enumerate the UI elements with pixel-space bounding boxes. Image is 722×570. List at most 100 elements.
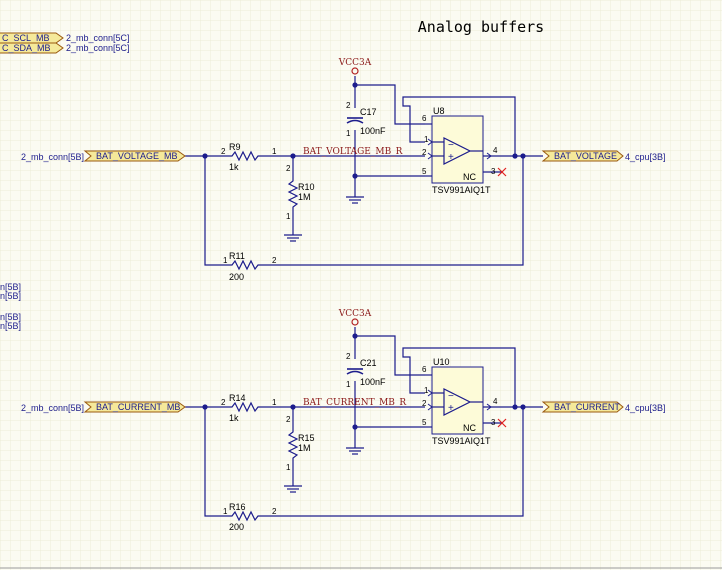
pin-number: 2 bbox=[286, 164, 291, 173]
port-top-left-1[interactable]: C_SDA_MB 2_mb_conn[5C] bbox=[0, 42, 130, 54]
junctions-channel-1 bbox=[202, 333, 526, 430]
wires-channel-1 bbox=[185, 327, 543, 517]
junctions-channel-0 bbox=[202, 82, 526, 179]
opamp-designator: U8 bbox=[433, 106, 445, 116]
pin-number: 1 bbox=[286, 463, 291, 472]
net-label: BAT_CURRENT_MB_R bbox=[303, 398, 406, 408]
pin-number: 1 bbox=[272, 147, 277, 156]
pin-number: 2 bbox=[272, 256, 277, 265]
resistor-r-feedback[interactable]: R16 200 1 2 bbox=[222, 502, 277, 532]
vcc-power-port: VCC3A bbox=[338, 58, 372, 75]
resistor-r-gnd[interactable]: R10 1M 2 1 bbox=[286, 164, 315, 221]
channel-bat-current: 2_mb_conn[5B] BAT_CURRENT_MB R14 1k 2 1 … bbox=[21, 309, 666, 532]
opamp[interactable]: − + U10 TSV991AIQ1T NC 6 1 2 5 4 3 bbox=[422, 357, 507, 446]
resistor-value: 1k bbox=[229, 162, 239, 172]
pin-number: 3 bbox=[491, 167, 496, 176]
resistor-r-in[interactable]: R9 1k 2 1 bbox=[221, 142, 277, 172]
net-label: BAT_VOLTAGE_MB_R bbox=[303, 147, 403, 157]
resistor-value: 1k bbox=[229, 413, 239, 423]
output-port-label: BAT_CURRENT bbox=[554, 402, 620, 412]
pin-number: 5 bbox=[422, 167, 427, 176]
resistor-r-feedback[interactable]: R11 200 1 2 bbox=[222, 251, 277, 282]
pin-number: 2 bbox=[272, 507, 277, 516]
pin-number: 2 bbox=[422, 399, 427, 408]
resistor-r-gnd[interactable]: R15 1M 2 1 bbox=[286, 415, 315, 472]
vcc-label: VCC3A bbox=[338, 58, 372, 68]
capacitor[interactable]: C17 100nF 2 1 bbox=[346, 101, 386, 138]
port-net-label: C_SCL_MB bbox=[2, 33, 50, 43]
pin-number: 4 bbox=[493, 146, 498, 155]
resistor-designator: R15 bbox=[298, 433, 315, 443]
no-connect-marker bbox=[497, 167, 507, 177]
pin-number: 1 bbox=[272, 398, 277, 407]
pin-number: 3 bbox=[491, 418, 496, 427]
capacitor[interactable]: C21 100nF 2 1 bbox=[346, 352, 386, 389]
opamp-designator: U10 bbox=[433, 357, 450, 367]
opamp[interactable]: − + U8 TSV991AIQ1T NC 6 1 2 5 4 3 bbox=[422, 106, 507, 195]
opamp-nc-label: NC bbox=[463, 423, 476, 433]
opamp-plus-sign: + bbox=[448, 403, 454, 414]
input-port[interactable]: BAT_CURRENT_MB bbox=[83, 401, 186, 413]
pin-number: 6 bbox=[422, 365, 427, 374]
resistor-designator: R16 bbox=[229, 502, 246, 512]
input-sheet-ref: 2_mb_conn[5B] bbox=[21, 403, 84, 413]
pin-number: 2 bbox=[422, 148, 427, 157]
port-net-label: C_SDA_MB bbox=[2, 43, 51, 53]
pin-number: 2 bbox=[346, 352, 351, 361]
resistor-designator: R11 bbox=[229, 251, 245, 261]
resistor-designator: R9 bbox=[229, 142, 241, 152]
input-port[interactable]: BAT_VOLTAGE_MB bbox=[83, 150, 186, 162]
pin-number: 1 bbox=[223, 256, 228, 265]
resistor-r-in[interactable]: R14 1k 2 1 bbox=[221, 393, 277, 423]
pin-number: 2 bbox=[286, 415, 291, 424]
opamp-minus-sign: − bbox=[448, 140, 454, 151]
pin-number: 2 bbox=[346, 101, 351, 110]
pin-number: 1 bbox=[424, 135, 429, 144]
port-reference: 2_mb_conn[5C] bbox=[66, 43, 130, 53]
pin-number: 6 bbox=[422, 114, 427, 123]
output-sheet-ref: 4_cpu[3B] bbox=[625, 152, 666, 162]
capacitor-designator: C17 bbox=[360, 107, 377, 117]
output-port[interactable]: BAT_CURRENT bbox=[541, 401, 624, 413]
capacitor-value: 100nF bbox=[360, 377, 386, 387]
pin-number: 1 bbox=[346, 380, 351, 389]
opamp-nc-label: NC bbox=[463, 172, 476, 182]
opamp-minus-sign: − bbox=[448, 391, 454, 402]
capacitor-designator: C21 bbox=[360, 358, 377, 368]
left-edge-ref: n[5B] bbox=[0, 321, 21, 331]
port-reference: 2_mb_conn[5C] bbox=[66, 33, 130, 43]
left-edge-ref: n[5B] bbox=[0, 282, 21, 292]
pin-number: 1 bbox=[286, 212, 291, 221]
resistor-designator: R14 bbox=[229, 393, 246, 403]
no-connect-marker bbox=[497, 418, 507, 428]
pin-number: 1 bbox=[424, 386, 429, 395]
input-port-label: BAT_CURRENT_MB bbox=[96, 402, 180, 412]
resistor-value: 200 bbox=[229, 522, 244, 532]
resistor-value: 200 bbox=[229, 272, 244, 282]
ground-symbol bbox=[346, 196, 364, 204]
pin-number: 1 bbox=[223, 507, 228, 516]
resistor-value: 1M bbox=[298, 443, 311, 453]
output-sheet-ref: 4_cpu[3B] bbox=[625, 403, 666, 413]
channel-bat-voltage: 2_mb_conn[5B] BAT_VOLTAGE_MB R9 1k 2 1 B… bbox=[21, 58, 666, 282]
left-edge-ref: n[5B] bbox=[0, 312, 21, 322]
output-port[interactable]: BAT_VOLTAGE bbox=[541, 150, 624, 162]
pin-number: 2 bbox=[221, 147, 226, 156]
resistor-designator: R10 bbox=[298, 182, 315, 192]
input-sheet-ref: 2_mb_conn[5B] bbox=[21, 152, 84, 162]
pin-number: 4 bbox=[493, 397, 498, 406]
resistor-value: 1M bbox=[298, 192, 311, 202]
pin-number: 5 bbox=[422, 418, 427, 427]
ground-symbol bbox=[346, 447, 364, 455]
ground-symbol bbox=[284, 485, 302, 493]
opamp-part-number: TSV991AIQ1T bbox=[432, 436, 491, 446]
opamp-part-number: TSV991AIQ1T bbox=[432, 185, 491, 195]
vcc-label: VCC3A bbox=[338, 309, 372, 319]
left-edge-ref: n[5B] bbox=[0, 291, 21, 301]
ground-symbol bbox=[284, 234, 302, 242]
pin-number: 2 bbox=[221, 398, 226, 407]
opamp-plus-sign: + bbox=[448, 152, 454, 163]
pin-number: 1 bbox=[346, 129, 351, 138]
